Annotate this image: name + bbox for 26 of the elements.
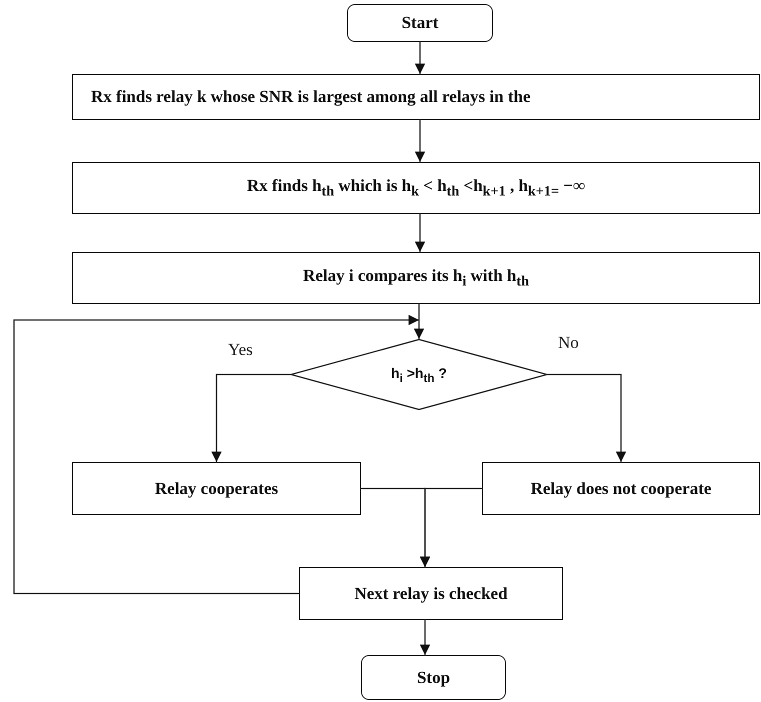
node-label: Relay i compares its h$_{i}$ with h$_{th}$	[303, 266, 529, 290]
arrow	[13, 314, 419, 594]
node-label: Relay does not cooperate	[530, 478, 712, 498]
node-label: Rx finds relay k whose SNR is largest among all relays in the	[91, 87, 531, 107]
process-box	[72, 252, 760, 304]
node-label: Rx finds h$_{th}$ which is h$_{k}$ < h$_{th}$ <h$_{k+1}$ , h$_{k+1=}$ −∞	[246, 176, 586, 200]
arrow	[414, 304, 424, 339]
process-box	[72, 462, 361, 515]
node-label: Stop	[416, 668, 450, 688]
process-box	[72, 162, 760, 214]
arrow	[420, 620, 430, 655]
arrow	[547, 374, 626, 462]
process-box	[299, 567, 563, 620]
node-label: Relay cooperates	[154, 478, 278, 498]
process-box	[482, 462, 760, 515]
arrow	[211, 374, 291, 462]
arrow	[414, 120, 426, 162]
terminal-box	[347, 4, 493, 42]
arrow	[414, 214, 426, 252]
node-label: Next relay is checked	[354, 584, 508, 604]
node-label: Start	[402, 13, 438, 33]
process-box	[72, 74, 760, 120]
terminal-box	[361, 655, 506, 700]
arrow	[414, 42, 426, 74]
arrow	[420, 488, 482, 567]
node-label: h$_{i}$ >h$_{th}$ ?	[391, 364, 447, 384]
